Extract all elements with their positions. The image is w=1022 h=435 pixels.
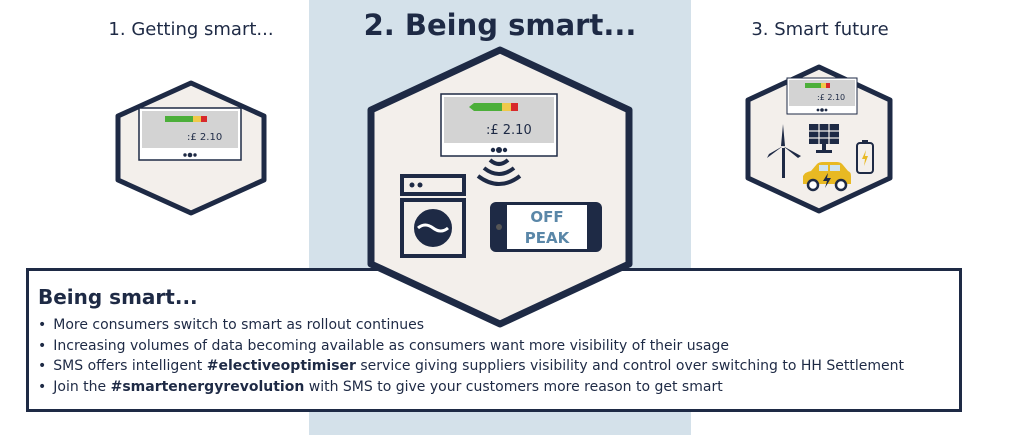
svg-text::£ 2.10: :£ 2.10 (817, 93, 845, 102)
hexagon-getting-smart: :£ 2.10 (115, 80, 267, 216)
phone-off-peak-icon: OFF PEAK (490, 202, 602, 252)
in-home-display-icon: :£ 2.10 (440, 93, 558, 157)
battery-icon (856, 140, 874, 174)
hashtag[interactable]: #smartenergyrevolution (110, 378, 305, 395)
off-peak-line2: PEAK (525, 229, 571, 247)
info-bullets: More consumers switch to smart as rollou… (38, 315, 904, 397)
wind-turbine-icon (767, 124, 801, 178)
in-home-display-icon: :£ 2.10 (138, 107, 242, 161)
hexagon-being-smart: :£ 2.10 OFF PEAK (367, 46, 633, 328)
step-3-title: 3. Smart future (751, 19, 889, 40)
bullet: Increasing volumes of data becoming avai… (38, 336, 904, 357)
svg-text::£ 2.10: :£ 2.10 (486, 123, 532, 138)
bullet: SMS offers intelligent #electiveoptimise… (38, 356, 904, 377)
bullet: More consumers switch to smart as rollou… (38, 315, 904, 336)
wireless-signal-icon (476, 158, 522, 186)
in-home-display-icon: :£ 2.10 (786, 77, 858, 115)
electric-car-icon (803, 162, 851, 192)
bullet: Join the #smartenergyrevolution with SMS… (38, 377, 904, 398)
step-1-title: 1. Getting smart... (108, 19, 274, 40)
off-peak-line1: OFF (530, 208, 563, 226)
hashtag[interactable]: #electiveoptimiser (206, 358, 356, 374)
solar-panel-icon (809, 124, 839, 153)
hexagon-smart-future: :£ 2.10 (745, 64, 893, 214)
svg-text::£ 2.10: :£ 2.10 (187, 132, 222, 143)
washing-machine-icon (400, 174, 466, 258)
info-box: Being smart... More consumers switch to … (26, 268, 962, 412)
info-heading: Being smart... (38, 285, 198, 309)
step-2-title: 2. Being smart... (363, 8, 637, 42)
